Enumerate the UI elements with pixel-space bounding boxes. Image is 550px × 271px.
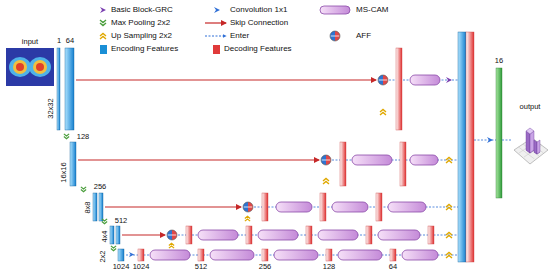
channel-number: 64 (389, 262, 397, 271)
channel-number: 16 (495, 56, 503, 65)
legend-item: Decoding Features (213, 44, 292, 54)
image-label: input (22, 37, 38, 46)
legend-text: Skip Connection (230, 18, 288, 28)
legend-text: Basic Block-GRC (111, 5, 173, 15)
resolution-label: 2x2 (98, 250, 107, 262)
legend-text: Encoding Features (111, 44, 178, 54)
resolution-label: 8x8 (83, 201, 92, 213)
resolution-label: 16x16 (59, 162, 68, 182)
legend-text: Enter (230, 31, 249, 41)
encoder (57, 48, 124, 261)
legend-item: AFF (356, 31, 371, 41)
channel-number: 256 (94, 182, 107, 191)
legend-item: Basic Block-GRC (111, 5, 173, 15)
enter-lines (126, 80, 512, 255)
legend-swatch (100, 45, 107, 54)
channel-number: 128 (77, 132, 90, 141)
resolution-label: 32x32 (46, 98, 55, 118)
legend-item: Enter (230, 31, 249, 41)
channel-number: 512 (195, 262, 208, 271)
output-image (514, 128, 548, 164)
channel-number: 512 (115, 216, 128, 225)
channel-number: 128 (323, 262, 336, 271)
legend-symbols (100, 6, 350, 41)
final-features (458, 32, 502, 262)
legend-item: Max Pooling 2x2 (111, 18, 170, 28)
legend-swatch (213, 45, 220, 54)
skip-connections (76, 80, 376, 235)
channel-number: 1024 (113, 262, 130, 271)
image-label: output (520, 102, 541, 111)
channel-number: 256 (259, 262, 272, 271)
channel-number: 1 (57, 36, 61, 45)
legend-item: MS-CAM (356, 5, 388, 15)
legend-item: Skip Connection (230, 18, 288, 28)
decoder-bars (138, 48, 434, 261)
legend-text: Up Sampling 2x2 (111, 31, 172, 41)
legend-item: Convolution 1x1 (230, 5, 287, 15)
ms-cam-blocks (150, 75, 440, 260)
legend-text: Decoding Features (224, 44, 292, 54)
pool-and-up-symbols (64, 110, 386, 258)
legend-text: AFF (356, 31, 371, 41)
legend-item: Encoding Features (100, 44, 178, 54)
resolution-label: 4x4 (100, 230, 109, 242)
channel-number: 64 (66, 36, 74, 45)
legend-text: MS-CAM (356, 5, 388, 15)
legend-text: Max Pooling 2x2 (111, 18, 170, 28)
legend-item: Up Sampling 2x2 (111, 31, 172, 41)
legend-text: Convolution 1x1 (230, 5, 287, 15)
input-image (6, 48, 54, 86)
channel-number: 1024 (133, 262, 150, 271)
